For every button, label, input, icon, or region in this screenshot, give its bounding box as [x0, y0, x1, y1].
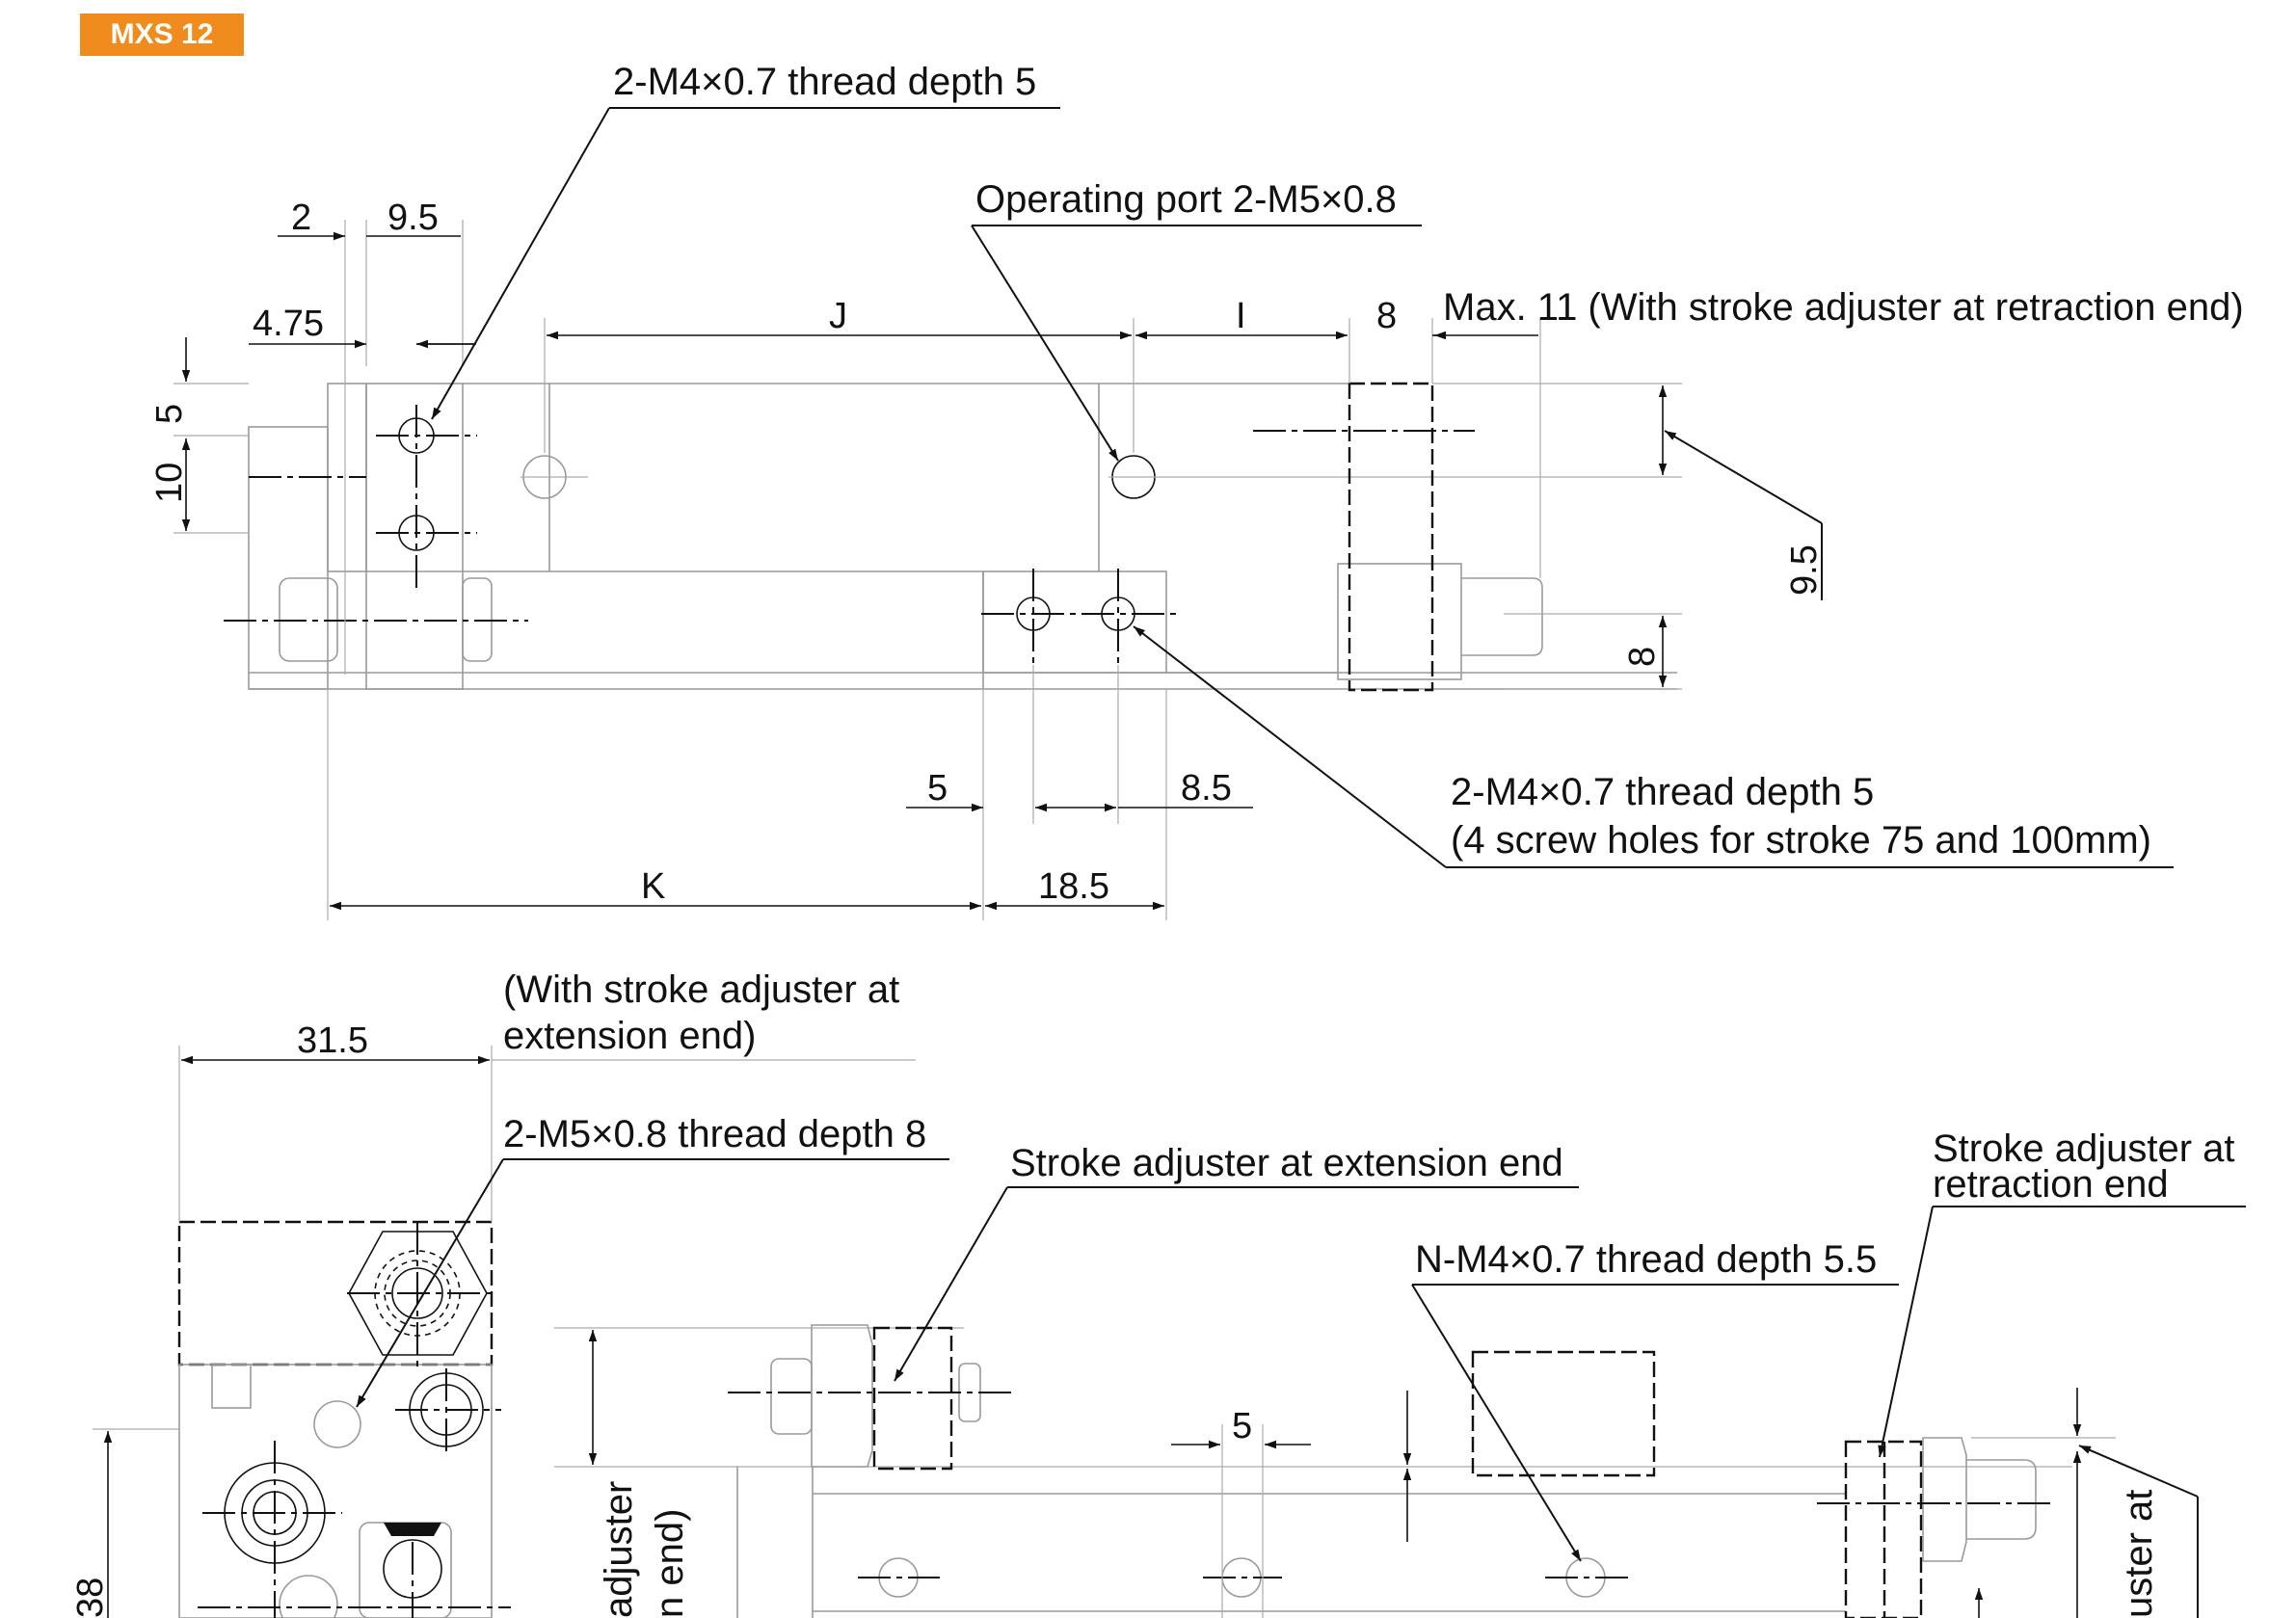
dim-K: K [641, 866, 665, 907]
callout-nm4-thread: N-M4×0.7 thread depth 5.5 [1415, 1238, 1877, 1281]
dim-4-75: 4.75 [253, 304, 324, 344]
callout-adjuster-retraction-line2: retraction end [1933, 1163, 2169, 1206]
top-holes [398, 417, 1156, 631]
note-extension-line2: extension end) [503, 1015, 756, 1057]
callout-operating-port: Operating port 2-M5×0.8 [975, 178, 1397, 221]
top-view: 2-M4×0.7 thread depth 5 Operating port 2… [149, 61, 2244, 920]
dim-5-left: 5 [149, 404, 190, 424]
dim-5-bottom: 5 [927, 768, 948, 809]
dim-10: 10 [149, 463, 190, 503]
top-dimension-lines [181, 231, 1668, 911]
dim-max-11: Max. 11 (With stroke adjuster at retract… [1443, 286, 2244, 329]
callout-adjuster-retraction-line1: Stroke adjuster at [1933, 1127, 2235, 1170]
side-view [554, 1324, 2116, 1618]
dim-38: 38 [70, 1578, 111, 1618]
dim-9-5-right: 9.5 [1784, 544, 1825, 596]
model-badge: MXS 12 [80, 13, 244, 56]
dim-5-side: 5 [1232, 1406, 1252, 1446]
top-leaders [431, 107, 2174, 868]
callout-adjuster-extension: Stroke adjuster at extension end [1010, 1142, 1563, 1184]
dim-9-5: 9.5 [387, 198, 439, 238]
dim-I: I [1236, 296, 1246, 336]
top-adjuster-box [1348, 382, 1434, 692]
vertical-label-end: n end) [649, 1509, 691, 1618]
top-body-outline [248, 383, 1677, 690]
bottom-view: 31.5 (With stroke adjuster at extension … [70, 968, 2246, 1618]
vertical-label-right: uster at [2118, 1490, 2160, 1618]
dim-18-5: 18.5 [1038, 866, 1109, 907]
top-extension-lines [174, 220, 1682, 920]
note-extension-line1: (With stroke adjuster at [503, 968, 899, 1011]
end-view [177, 1220, 511, 1618]
dim-8-5: 8.5 [1181, 768, 1232, 809]
callout-m5-thread: 2-M5×0.8 thread depth 8 [503, 1113, 926, 1155]
callout-thread-bottom-line2: (4 screw holes for stroke 75 and 100mm) [1451, 819, 2151, 862]
dim-8-right: 8 [1622, 647, 1663, 667]
dim-J: J [829, 296, 847, 336]
dim-2: 2 [291, 198, 311, 238]
vertical-label-adjuster: adjuster [598, 1481, 640, 1618]
callout-thread-top: 2-M4×0.7 thread depth 5 [613, 61, 1036, 103]
dim-31-5: 31.5 [297, 1021, 368, 1061]
callout-thread-bottom-line1: 2-M4×0.7 thread depth 5 [1451, 771, 1874, 813]
dim-8-top: 8 [1376, 296, 1397, 336]
top-centerlines [224, 405, 1682, 665]
